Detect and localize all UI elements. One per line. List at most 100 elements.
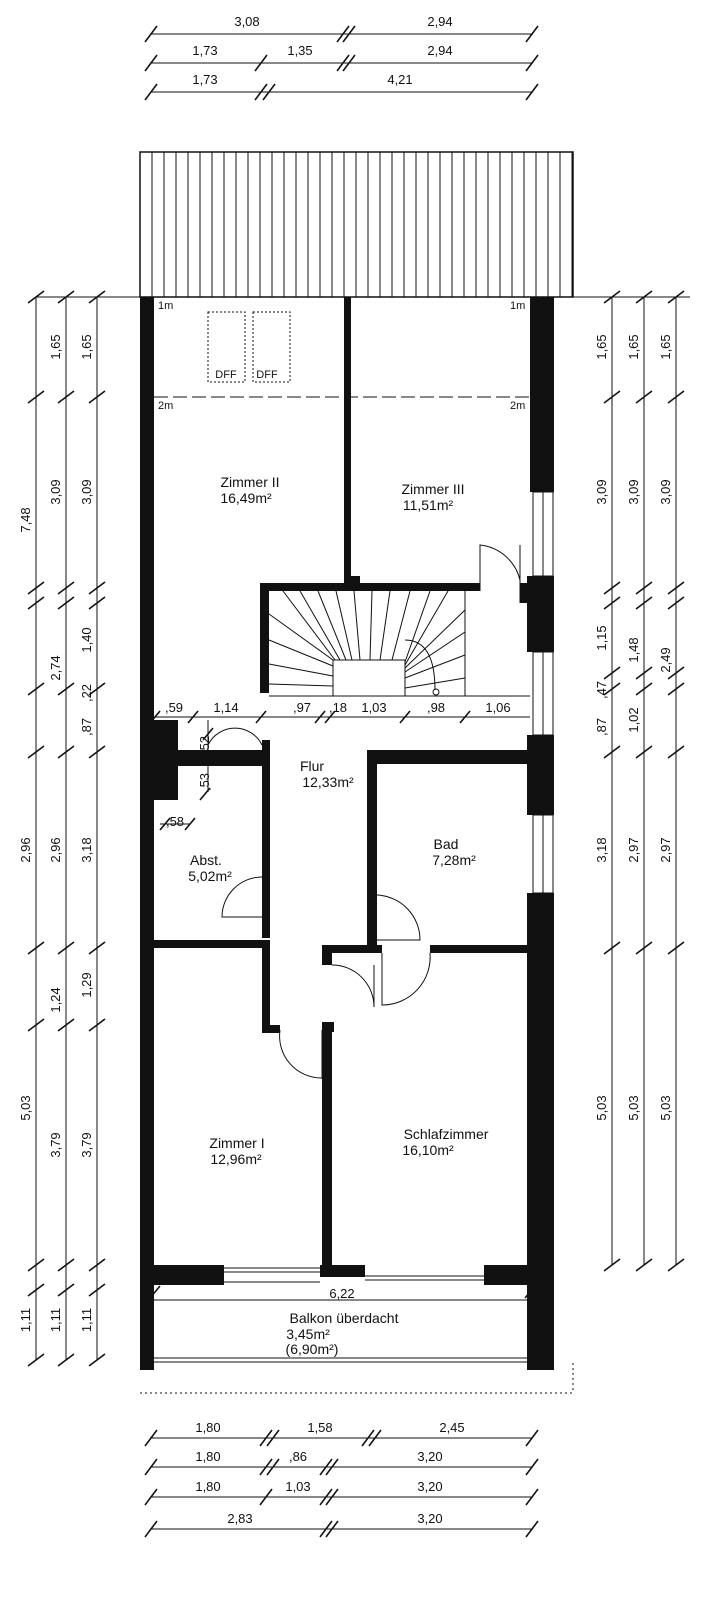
skylight-label-2: DFF [256, 369, 278, 381]
dimension-tick [667, 745, 685, 759]
dimension-tick [57, 745, 75, 759]
dimension-tick [88, 941, 106, 955]
dim-left-c3-f: 3,18 [79, 837, 94, 862]
dim-balkon-width: 6,22 [329, 1286, 354, 1301]
dim-top-2b: 1,35 [287, 43, 312, 58]
dim-top-2a: 1,73 [192, 43, 217, 58]
dim-right-c1-c: 1,15 [594, 625, 609, 650]
dimension-tick [635, 666, 653, 680]
dimension-tick [57, 1353, 75, 1367]
dimension-tick [57, 596, 75, 610]
dim-left-c1-d: 1,11 [18, 1308, 33, 1332]
dimension-tick [635, 682, 653, 696]
dim-right-c3-b: 3,09 [658, 479, 673, 504]
dim-left-c3-e: ,87 [79, 718, 94, 736]
walls [140, 297, 554, 1370]
height-1m-left: 1m [158, 300, 173, 312]
dim-right-c3-e: 5,03 [658, 1095, 673, 1120]
dim-bottom-2c: 3,20 [417, 1449, 442, 1464]
dim-inner-59: ,59 [165, 700, 183, 715]
dim-top-1a: 3,08 [234, 14, 259, 29]
dimension-tick [667, 1258, 685, 1272]
dimension-tick [57, 1258, 75, 1272]
dimension-tick [635, 1258, 653, 1272]
dimension-tick [635, 941, 653, 955]
dim-right-c3-a: 1,65 [658, 334, 673, 359]
dim-bottom-1b: 1,58 [307, 1420, 332, 1435]
dim-right-c1-a: 1,65 [594, 334, 609, 359]
dimension-tick [603, 581, 621, 595]
dim-right-c2-d: 1,02 [626, 707, 641, 732]
height-2m-right: 2m [510, 400, 525, 412]
dimension-tick [603, 596, 621, 610]
dimension-tick [667, 666, 685, 680]
dimension-tick [27, 1283, 45, 1297]
dimension-tick [603, 390, 621, 404]
dim-inner-106: 1,06 [485, 700, 510, 715]
dim-inner-98: ,98 [427, 700, 445, 715]
dimension-tick [603, 745, 621, 759]
dimension-tick [27, 1258, 45, 1272]
dimension-tick [57, 682, 75, 696]
dim-right-c1-d: ,47 [594, 681, 609, 699]
room-name-zimmer-1: Zimmer I [209, 1135, 264, 1151]
dim-right-c3-d: 2,97 [658, 837, 673, 862]
dim-inner-18: ,18 [329, 700, 347, 715]
dim-right-c1-g: 5,03 [594, 1095, 609, 1120]
room-area-balkon-total: (6,90m²) [286, 1341, 339, 1357]
dimension-tick [27, 1353, 45, 1367]
dim-top-1b: 2,94 [427, 14, 452, 29]
room-area-zimmer-1: 12,96m² [210, 1151, 262, 1167]
thin-lines [140, 311, 574, 1394]
dimension-tick [57, 941, 75, 955]
dimension-tick [667, 390, 685, 404]
dimension-tick [603, 666, 621, 680]
dimension-tick [27, 596, 45, 610]
dim-bottom-1c: 2,45 [439, 1420, 464, 1435]
dim-left-c3-g: 1,29 [79, 972, 94, 997]
dim-right-c2-e: 2,97 [626, 837, 641, 862]
dim-top-3a: 1,73 [192, 72, 217, 87]
skylight-label-1: DFF [215, 369, 237, 381]
dim-bottom-3b: 1,03 [285, 1479, 310, 1494]
dim-bottom-4b: 3,20 [417, 1511, 442, 1526]
dimension-tick [635, 596, 653, 610]
dimension-tick [57, 1018, 75, 1032]
dim-left-c2-d: 2,96 [48, 837, 63, 862]
dimension-tick [88, 390, 106, 404]
dimension-tick [88, 1018, 106, 1032]
dim-inner-114: 1,14 [213, 700, 238, 715]
dim-left-c2-g: 1,11 [48, 1308, 63, 1332]
dim-inner-58: ,58 [166, 814, 184, 829]
dim-left-c3-c: 1,40 [79, 627, 94, 652]
room-area-abst: 5,02m² [188, 868, 232, 884]
dim-right-c2-c: 1,48 [626, 637, 641, 662]
dimension-tick [88, 745, 106, 759]
dimension-tick [667, 596, 685, 610]
dimension-tick [88, 1353, 106, 1367]
dim-left-c2-e: 1,24 [48, 987, 63, 1012]
dimension-tick [635, 581, 653, 595]
dim-left-c1-c: 5,03 [18, 1095, 33, 1120]
dim-left-c3-i: 1,11 [79, 1308, 94, 1332]
height-2m-left: 2m [158, 400, 173, 412]
dim-left-c2-a: 1,65 [48, 334, 63, 359]
room-area-bad: 7,28m² [432, 852, 476, 868]
dim-top-2c: 2,94 [427, 43, 452, 58]
dimension-tick [88, 682, 106, 696]
dim-inner-97: ,97 [293, 700, 311, 715]
dimension-tick [603, 1258, 621, 1272]
room-name-abst: Abst. [190, 852, 222, 868]
dimension-tick [27, 390, 45, 404]
roof-hatch [139, 151, 574, 298]
dim-bottom-3c: 3,20 [417, 1479, 442, 1494]
dimension-tick [603, 290, 621, 304]
dimension-tick [88, 581, 106, 595]
dimension-tick [57, 1283, 75, 1297]
room-name-flur: Flur [300, 758, 324, 774]
dimension-tick [603, 682, 621, 696]
dim-left-c3-b: 3,09 [79, 479, 94, 504]
room-area-balkon: 3,45m² [286, 1326, 330, 1342]
left-dimensions [27, 290, 140, 1367]
